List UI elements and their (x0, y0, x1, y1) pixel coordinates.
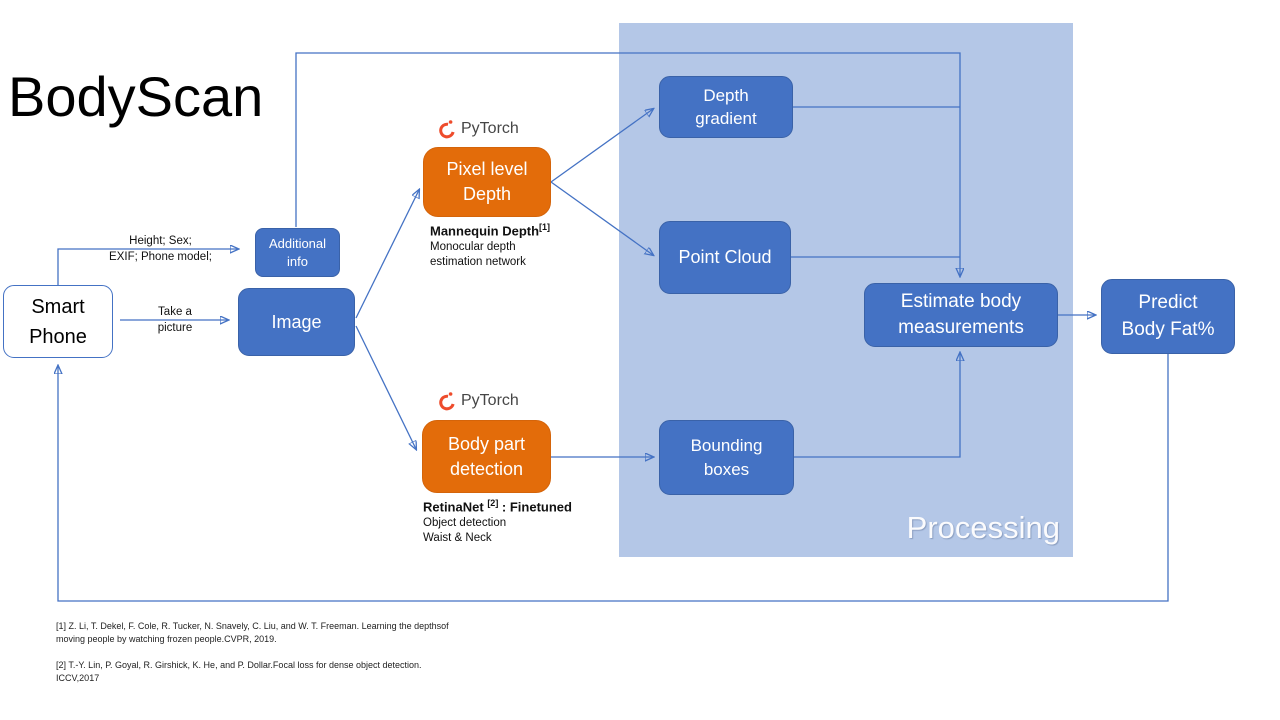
pytorch-logo-detection: PyTorch (438, 390, 519, 411)
pytorch-label: PyTorch (461, 391, 519, 409)
annotation-retinanet-title: RetinaNet [2] : Finetuned (423, 498, 613, 514)
annotation-retinanet-name: RetinaNet (423, 499, 484, 515)
node-predict-body-fat: Predict Body Fat% (1101, 279, 1235, 354)
connector-image-to-body-part (355, 325, 416, 449)
page-title: BodyScan (8, 65, 264, 128)
annotation-mannequin-desc: Monocular depth estimation network (430, 241, 526, 269)
pytorch-label: PyTorch (461, 119, 519, 137)
pytorch-flame-icon (439, 392, 455, 411)
annotation-retinanet-desc: Object detection Waist & Neck (423, 517, 507, 545)
footnote-2: [2] T.-Y. Lin, P. Goyal, R. Girshick, K.… (56, 660, 422, 683)
node-depth-gradient: Depth gradient (659, 76, 793, 138)
annotation-retinanet-ref: [2] (487, 498, 499, 508)
node-estimate-body-measurements: Estimate body measurements (864, 283, 1058, 347)
node-point-cloud: Point Cloud (659, 221, 791, 294)
edge-label-additional-inputs: Height; Sex; EXIF; Phone model; (109, 235, 212, 263)
footnote-1: [1] Z. Li, T. Dekel, F. Cole, R. Tucker,… (56, 621, 449, 644)
processing-panel-label: Processing (906, 510, 1060, 545)
annotation-mannequin-title: Mannequin Depth[1] (430, 222, 600, 238)
node-smart-phone: Smart Phone (3, 285, 113, 358)
edge-label-take-picture: Take a picture (157, 306, 193, 334)
node-pixel-level-depth: Pixel level Depth (423, 147, 551, 217)
annotation-retinanet-suffix: : Finetuned (498, 499, 572, 515)
footnotes: [1] Z. Li, T. Dekel, F. Cole, R. Tucker,… (56, 607, 456, 698)
node-additional-info: Additional info (255, 228, 340, 277)
node-image: Image (238, 288, 355, 356)
annotation-retinanet: RetinaNet [2] : Finetuned Object detecti… (423, 498, 613, 546)
connector-image-to-pixel-depth (355, 190, 419, 319)
node-bounding-boxes: Bounding boxes (659, 420, 794, 495)
pytorch-flame-icon (439, 120, 455, 139)
annotation-mannequin-name: Mannequin Depth (430, 223, 540, 239)
annotation-mannequin-ref: [1] (539, 222, 551, 232)
node-body-part-detection: Body part detection (422, 420, 551, 493)
pytorch-logo-depth: PyTorch (438, 118, 519, 139)
annotation-mannequin-depth: Mannequin Depth[1] Monocular depth estim… (430, 222, 600, 270)
